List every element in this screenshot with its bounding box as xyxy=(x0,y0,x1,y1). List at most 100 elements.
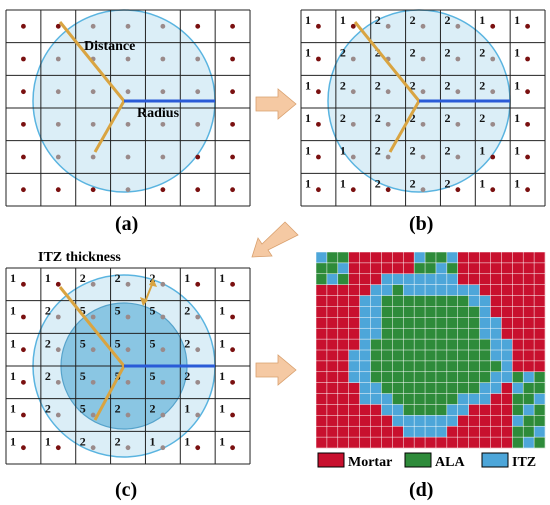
mosaic-cell xyxy=(337,295,349,307)
mosaic-cell xyxy=(446,371,458,383)
mosaic-cell xyxy=(446,317,458,329)
mosaic-cell xyxy=(523,350,535,362)
mosaic-cell xyxy=(326,393,339,405)
cell-label: 2 xyxy=(45,304,51,318)
grid-center-dot xyxy=(230,379,235,385)
grid-center-dot xyxy=(420,56,426,62)
mosaic-cell xyxy=(468,273,480,285)
grid-center-dot xyxy=(90,445,96,451)
grid-center-dot xyxy=(350,89,356,95)
mosaic-cell xyxy=(501,339,513,351)
grid-center-dot xyxy=(525,56,530,62)
cell-label: 2 xyxy=(375,46,381,60)
mosaic-cell xyxy=(425,273,437,285)
mosaic-cell xyxy=(490,426,502,438)
mosaic-cell xyxy=(479,273,491,285)
mosaic-cell xyxy=(446,404,458,416)
mosaic-cell xyxy=(316,426,328,438)
cell-label: 1 xyxy=(219,434,225,448)
grid-center-dot xyxy=(90,89,96,95)
grid-center-dot xyxy=(350,121,356,127)
mosaic-cell xyxy=(490,328,502,340)
caption-c: (c) xyxy=(115,479,137,501)
mosaic-cell xyxy=(490,273,502,285)
mosaic-cell xyxy=(512,339,524,351)
grid-center-dot xyxy=(55,379,61,385)
mosaic-cell xyxy=(490,317,502,329)
mosaic-cell xyxy=(457,317,469,329)
mosaic-cell xyxy=(326,350,339,362)
grid-center-dot xyxy=(385,89,391,95)
grid-center-dot xyxy=(55,89,61,95)
grid-center-dot xyxy=(420,154,426,160)
grid-center-dot xyxy=(195,89,201,95)
mosaic-cell xyxy=(523,360,535,372)
mosaic-cell xyxy=(348,273,360,285)
cell-label: 2 xyxy=(410,144,416,158)
cell-label: 2 xyxy=(479,111,485,125)
grid-center-dot xyxy=(125,154,131,160)
mosaic-cell xyxy=(337,339,349,351)
grid-center-dot xyxy=(490,187,496,193)
mosaic-cell xyxy=(501,262,513,274)
mosaic-cell xyxy=(359,371,371,383)
mosaic-cell xyxy=(414,437,426,449)
grid-center-dot xyxy=(525,23,530,29)
grid-center-dot xyxy=(55,412,61,418)
caption-b: (b) xyxy=(409,213,433,235)
cell-label: 1 xyxy=(305,13,311,27)
grid-center-dot xyxy=(316,89,321,95)
mosaic-cell xyxy=(392,339,404,351)
mosaic-cell xyxy=(348,360,360,372)
cell-label: 1 xyxy=(184,402,190,416)
grid-center-dot xyxy=(195,56,201,62)
mosaic-cell xyxy=(435,360,448,372)
arrow-c-to-d xyxy=(255,354,297,386)
grid-center-dot xyxy=(160,379,166,385)
mosaic-cell xyxy=(446,437,458,449)
mosaic-cell xyxy=(370,350,382,362)
mosaic-cell xyxy=(523,252,535,264)
panel-a-dots xyxy=(21,23,235,193)
mosaic-cell xyxy=(348,339,360,351)
mosaic-cell xyxy=(435,437,448,449)
mosaic-cell xyxy=(403,273,415,285)
mosaic-cell xyxy=(348,317,360,329)
mosaic-cell xyxy=(479,252,491,264)
mosaic-cell xyxy=(326,382,339,394)
mosaic-cell xyxy=(479,437,491,449)
mosaic-cell xyxy=(501,393,513,405)
mosaic-cell xyxy=(534,382,546,394)
grid-center-dot xyxy=(125,412,131,418)
mosaic-cell xyxy=(457,262,469,274)
mosaic-cell xyxy=(490,295,502,307)
cell-label: 1 xyxy=(514,13,520,27)
panel-c-dots xyxy=(21,281,235,451)
grid-center-dot xyxy=(90,154,96,160)
mosaic-cell xyxy=(479,262,491,274)
cell-label: 1 xyxy=(305,78,311,92)
grid-center-dot xyxy=(90,412,96,418)
mosaic-cell xyxy=(392,350,404,362)
mosaic-cell xyxy=(414,317,426,329)
grid-center-dot xyxy=(316,121,321,127)
mosaic-cell xyxy=(435,328,448,340)
mosaic-cell xyxy=(457,437,469,449)
mosaic-cell xyxy=(381,295,393,307)
mosaic-cell xyxy=(392,284,404,296)
mosaic-cell xyxy=(468,415,480,427)
mosaic-cell xyxy=(425,262,437,274)
grid-center-dot xyxy=(125,89,131,95)
grid-center-dot xyxy=(195,347,201,353)
mosaic-cell xyxy=(490,252,502,264)
mosaic-cell xyxy=(523,328,535,340)
mosaic-cell xyxy=(359,295,371,307)
grid-center-dot xyxy=(525,121,530,127)
mosaic-cell xyxy=(501,284,513,296)
mosaic-cell xyxy=(326,295,339,307)
mosaic-cell xyxy=(501,415,513,427)
mosaic-cell xyxy=(479,350,491,362)
grid-center-dot xyxy=(316,187,321,193)
mosaic-cell xyxy=(337,360,349,372)
mosaic-cell xyxy=(403,415,415,427)
